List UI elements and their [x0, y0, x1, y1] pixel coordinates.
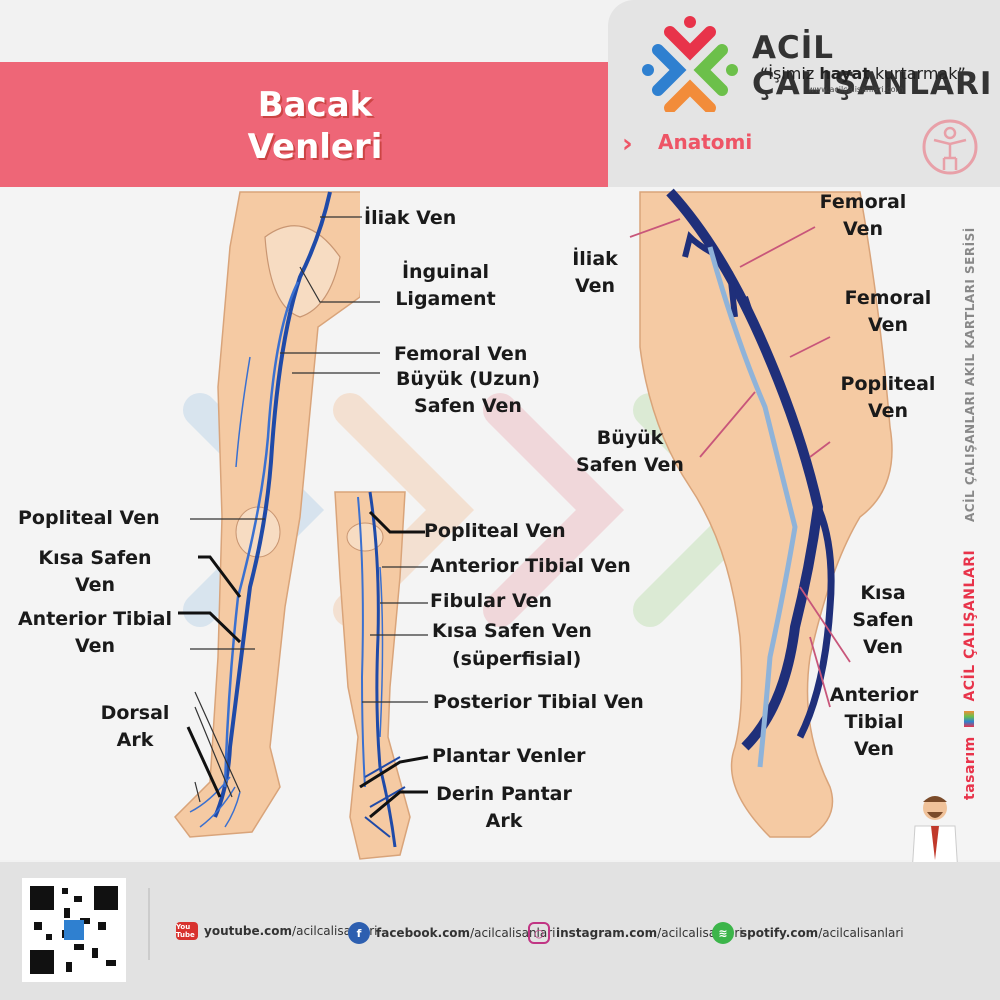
label-r-femoral2-line1: Femoral: [844, 287, 932, 309]
right-leader-lines: [629, 218, 851, 708]
label-r-femoral1-line1: Femoral: [819, 191, 907, 213]
slogan-bold: hayat: [819, 64, 870, 83]
slogan-prefix: “İşimiz: [760, 64, 820, 83]
category-label: Anatomi: [658, 130, 753, 154]
label-anterior-tibial-right: Anterior Tibial Ven: [822, 682, 926, 763]
label-r-ant-line3: Ven: [853, 738, 895, 760]
mini-logo-icon: [964, 710, 974, 727]
label-kisa-safen-mid: Kısa Safen Ven: [432, 620, 592, 642]
label-anterior-tibial-left: Anterior Tibial Ven: [5, 606, 185, 660]
label-r-kisa-line2: Safen: [852, 609, 914, 631]
design-credit: tasarım ACİL ÇALIŞANLARI: [962, 550, 978, 800]
label-r-femoral2-line2: Ven: [867, 314, 909, 336]
brand-slogan: “İşimiz hayat kurtarmak”: [760, 64, 966, 83]
facebook-text: facebook.com/acilcalisanlari: [376, 926, 556, 940]
label-r-popliteal-line2: Ven: [867, 400, 909, 422]
instagram-link[interactable]: ○ instagram.com/acilcalisanlari: [528, 922, 743, 944]
youtube-icon: You Tube: [176, 922, 198, 940]
label-kisa-safen-line2: Ven: [74, 574, 116, 596]
facebook-link[interactable]: f facebook.com/acilcalisanlari: [348, 922, 556, 944]
label-derin-line2: Ark: [485, 810, 523, 832]
facebook-icon: f: [348, 922, 370, 944]
label-r-iliak-line1: İliak: [572, 248, 618, 270]
footer-divider: [148, 888, 150, 960]
label-femoral-ven: Femoral Ven: [394, 343, 528, 365]
label-dorsal-line2: Ark: [116, 729, 154, 751]
series-side-label: ACİL ÇALIŞANLARI AKIL KARTLARI SERİSİ: [963, 227, 977, 522]
instagram-domain: instagram.com: [556, 926, 658, 940]
label-derin-pantar-ark: Derin Pantar Ark: [424, 781, 584, 835]
label-popliteal-ven-left: Popliteal Ven: [18, 507, 160, 529]
footer-bar: [0, 862, 1000, 1000]
page-title: Bacak Venleri: [200, 84, 430, 168]
label-r-kisa-line1: Kısa: [860, 582, 906, 604]
brand-name: ACİL ÇALIŞANLARI: [752, 30, 993, 102]
spotify-text: spotify.com/acilcalisanlari: [740, 926, 904, 940]
label-posterior-tibial: Posterior Tibial Ven: [433, 691, 644, 713]
label-iliak-ven-right: İliak Ven: [560, 246, 630, 300]
brand-logo-icon: [642, 16, 738, 112]
label-derin-line1: Derin Pantar: [436, 783, 572, 805]
label-dorsal-ark: Dorsal Ark: [90, 700, 180, 754]
facebook-domain: facebook.com: [376, 926, 471, 940]
label-fibular-ven: Fibular Ven: [430, 590, 553, 612]
label-inguinal-line1: İnguinal: [401, 261, 490, 283]
label-r-ant-line2: Tibial: [844, 711, 904, 733]
label-buyuk-line1: Büyük (Uzun): [395, 368, 541, 390]
spotify-link[interactable]: ≋ spotify.com/acilcalisanlari: [712, 922, 904, 944]
spotify-domain: spotify.com: [740, 926, 819, 940]
title-line-1: Bacak: [257, 85, 373, 125]
label-kisa-safen-line1: Kısa Safen: [38, 547, 152, 569]
qr-code-icon[interactable]: [22, 878, 126, 982]
left-leader-lines: [178, 216, 380, 803]
label-inguinal-line2: Ligament: [395, 288, 496, 310]
label-superfisial: (süperfisial): [452, 648, 582, 670]
label-r-iliak-line2: Ven: [574, 275, 616, 297]
label-popliteal-ven-right: Popliteal Ven: [828, 371, 948, 425]
instagram-icon: ○: [528, 922, 550, 944]
label-inguinal-ligament: İnguinal Ligament: [383, 259, 508, 313]
label-r-buyuk-line2: Safen Ven: [576, 454, 684, 476]
label-r-kisa-line3: Ven: [862, 636, 904, 658]
chevron-right-icon: ›: [622, 129, 633, 159]
slogan-suffix: kurtarmak”: [869, 64, 966, 83]
title-line-2: Venleri: [247, 127, 383, 167]
label-kisa-safen-right: Kısa Safen Ven: [838, 580, 928, 661]
middle-leader-lines: [359, 510, 429, 819]
label-plantar-venler: Plantar Venler: [432, 745, 586, 767]
design-brand: ACİL ÇALIŞANLARI: [962, 549, 978, 702]
label-anterior-tibial-mid: Anterior Tibial Ven: [430, 555, 631, 577]
label-dorsal-line1: Dorsal: [100, 702, 170, 724]
youtube-domain: youtube.com: [204, 924, 293, 938]
label-ant-tibial-line1: Anterior Tibial: [17, 608, 173, 630]
label-r-popliteal-line1: Popliteal: [840, 373, 936, 395]
facebook-path: /acilcalisanlari: [470, 926, 556, 940]
label-popliteal-ven-mid: Popliteal Ven: [424, 520, 566, 542]
label-buyuk-safen-right: Büyük Safen Ven: [560, 425, 700, 479]
anatomy-body-icon: [922, 119, 978, 175]
spotify-icon: ≋: [712, 922, 734, 944]
title-banner: [0, 62, 610, 187]
label-femoral-ven-right-2: Femoral Ven: [833, 285, 943, 339]
label-r-buyuk-line1: Büyük: [596, 427, 664, 449]
brand-url: www.acilcalisanlari.com: [808, 85, 904, 94]
label-r-femoral1-line2: Ven: [842, 218, 884, 240]
label-ant-tibial-line2: Ven: [74, 635, 116, 657]
label-iliak-ven: İliak Ven: [364, 207, 457, 229]
label-kisa-safen-left: Kısa Safen Ven: [25, 545, 165, 599]
label-r-ant-line1: Anterior: [829, 684, 919, 706]
label-femoral-ven-right-1: Femoral Ven: [808, 189, 918, 243]
label-buyuk-line2: Safen Ven: [414, 395, 522, 417]
right-leg-illustration: [639, 188, 893, 838]
label-buyuk-safen: Büyük (Uzun) Safen Ven: [388, 366, 548, 420]
spotify-path: /acilcalisanlari: [818, 926, 904, 940]
